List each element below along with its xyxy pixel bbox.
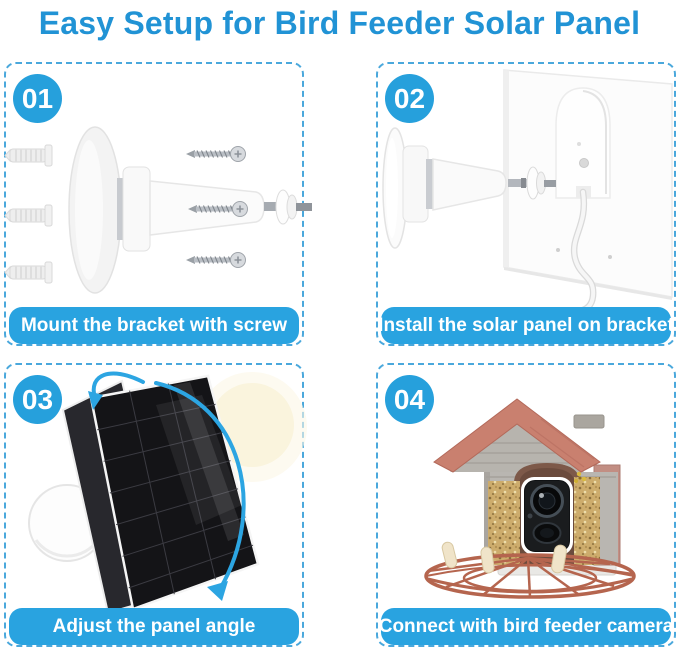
step-3-caption: Adjust the panel angle <box>9 608 299 645</box>
perch-pegs <box>441 541 567 574</box>
step-panel-2: 02 Install the solar panel on br <box>376 62 676 346</box>
panel-angle-adjust-illustration <box>28 371 307 615</box>
solar-panel-back-illustration <box>382 69 673 315</box>
step-2-caption: Install the solar panel on bracket <box>378 307 674 344</box>
wall-bracket-screws-illustration <box>4 126 312 294</box>
feeder-roof <box>433 398 601 473</box>
step-4-number-badge: 04 <box>385 375 434 424</box>
step-4-caption: Connect with bird feeder camera <box>379 608 673 645</box>
step-panel-1: 01 <box>4 62 312 346</box>
step-panel-4: 04 <box>376 363 676 647</box>
flower-decal <box>574 471 587 483</box>
step-1-caption: Mount the bracket with screw <box>9 307 299 344</box>
step-1-number-badge: 01 <box>13 74 62 123</box>
step-panel-3: 03 <box>4 363 307 647</box>
perch-tray <box>424 553 636 599</box>
step-3-number-badge: 03 <box>13 375 62 424</box>
rotate-arrow-icon <box>88 371 246 601</box>
bird-feeder-camera-illustration <box>424 398 636 599</box>
page-title: Easy Setup for Bird Feeder Solar Panel <box>38 5 641 41</box>
seed-window <box>488 481 520 565</box>
step-2-number-badge: 02 <box>385 74 434 123</box>
camera <box>521 477 573 555</box>
seed-window <box>574 477 600 565</box>
